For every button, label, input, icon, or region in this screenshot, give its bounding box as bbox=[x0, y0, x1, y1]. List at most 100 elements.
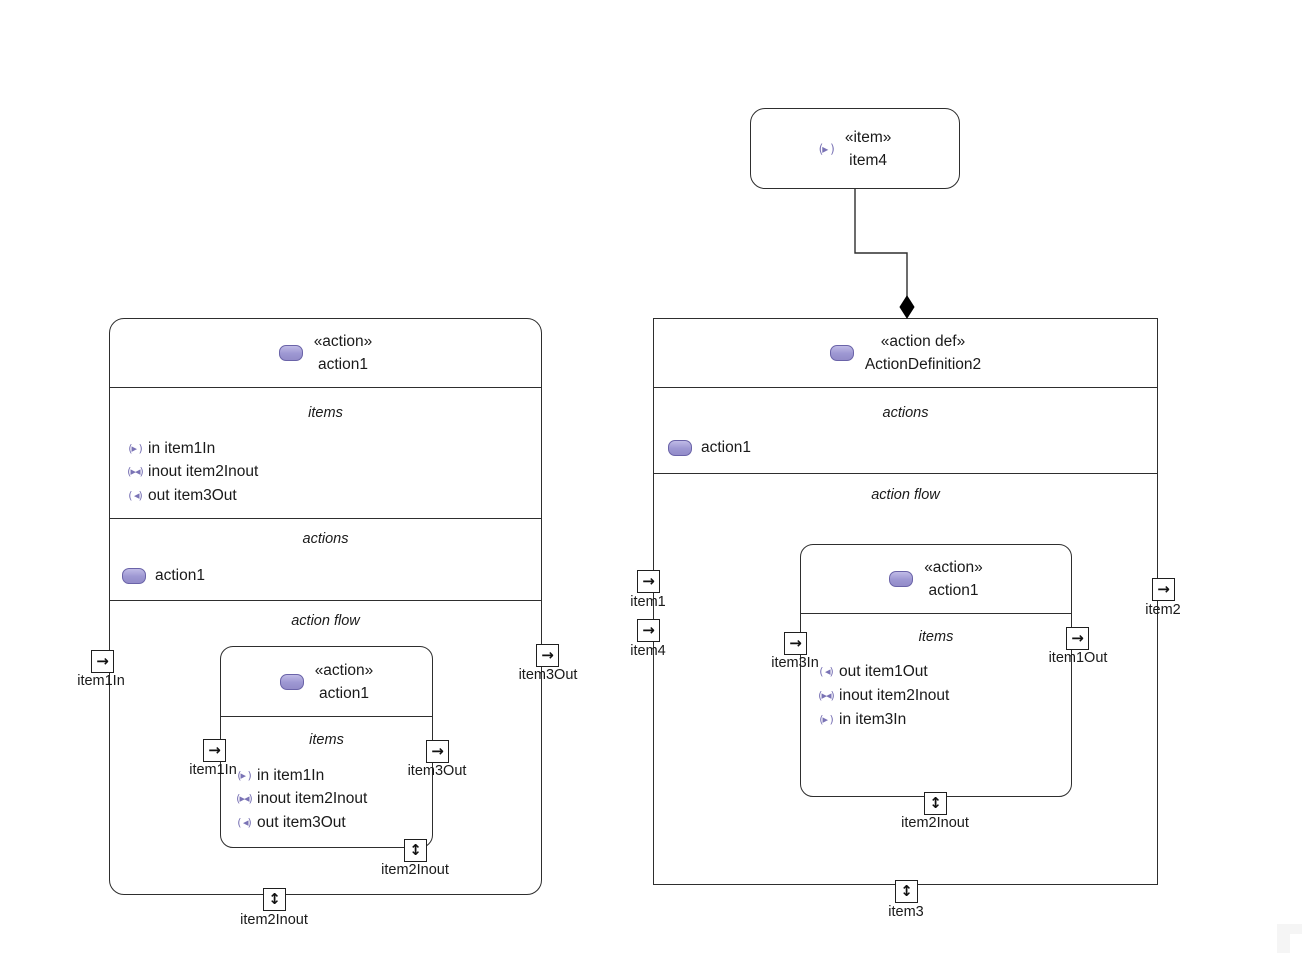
port-inner-item3out[interactable]: → bbox=[426, 740, 449, 763]
compartment-title-items: items bbox=[308, 405, 343, 421]
item-row-label: inout item2Inout bbox=[839, 686, 950, 704]
action-def-node-actiondefinition2[interactable]: «action def» ActionDefinition2 actions a… bbox=[653, 318, 1158, 885]
up-down-arrow-icon: ↕ bbox=[900, 882, 913, 900]
port-label-item2: item2 bbox=[1145, 602, 1181, 618]
in-item-icon: (▸ ) bbox=[819, 713, 834, 726]
inner-node-title: «action» action1 bbox=[315, 659, 374, 705]
port-inner-item2inout[interactable]: ↕ bbox=[404, 839, 427, 862]
port-item3out[interactable]: → bbox=[536, 644, 559, 667]
right-node-title: «action def» ActionDefinition2 bbox=[865, 330, 981, 376]
port-item3[interactable]: ↕ bbox=[895, 880, 918, 903]
inout-item-icon: (▸◂) bbox=[236, 792, 253, 805]
item-row[interactable]: (▸ ) in item3In bbox=[813, 708, 906, 731]
compartment-divider bbox=[110, 518, 541, 519]
port-label-item1in: item1In bbox=[77, 673, 125, 689]
port-inner-item1out[interactable]: → bbox=[1066, 627, 1089, 650]
port-label-item3out: item3Out bbox=[518, 667, 578, 683]
item-row[interactable]: (▸ ) in item1In bbox=[122, 437, 215, 460]
port-label-inner-item1out: item1Out bbox=[1048, 650, 1108, 666]
item-row-label: inout item2Inout bbox=[148, 462, 259, 480]
inner-node-title: «action» action1 bbox=[924, 556, 983, 602]
inner-node-header: «action» action1 bbox=[801, 545, 1071, 613]
action-icon bbox=[278, 345, 303, 361]
port-item2inout[interactable]: ↕ bbox=[263, 888, 286, 911]
right-arrow-icon: → bbox=[1071, 629, 1084, 647]
action-icon bbox=[889, 571, 914, 587]
action-row[interactable]: action1 bbox=[668, 436, 751, 459]
port-label-inner-item1in: item1In bbox=[189, 762, 237, 778]
connector-line[interactable] bbox=[854, 189, 908, 297]
compartment-divider bbox=[654, 387, 1157, 388]
right-node-stereotype: «action def» bbox=[880, 333, 966, 350]
action-node-action1[interactable]: «action» action1 items (▸ ) in item1In (… bbox=[109, 318, 542, 895]
action-icon bbox=[668, 439, 692, 456]
right-arrow-icon: → bbox=[642, 621, 655, 639]
port-label-inner-item2inout: item2Inout bbox=[381, 862, 449, 878]
left-node-title: «action» action1 bbox=[314, 330, 373, 376]
action-icon bbox=[829, 345, 854, 361]
left-node-name: action1 bbox=[318, 356, 368, 373]
item-row-label: in item1In bbox=[148, 439, 216, 457]
action-row-label: action1 bbox=[701, 438, 751, 456]
item-row[interactable]: ( ◂) out item1Out bbox=[813, 660, 928, 683]
port-label-inner-item3out: item3Out bbox=[407, 763, 467, 779]
right-arrow-icon: → bbox=[789, 634, 802, 652]
port-label-item4: item4 bbox=[630, 643, 666, 659]
right-arrow-icon: → bbox=[431, 742, 444, 760]
compartment-title-actions: actions bbox=[302, 531, 349, 547]
left-node-header: «action» action1 bbox=[110, 319, 541, 387]
inner-node-stereotype: «action» bbox=[314, 661, 374, 679]
port-item4[interactable]: → bbox=[637, 619, 660, 642]
item4-title: «item» item4 bbox=[845, 126, 892, 172]
compartment-title-action-flow: action flow bbox=[871, 487, 940, 503]
port-item1[interactable]: → bbox=[637, 570, 660, 593]
port-label-item1: item1 bbox=[630, 594, 666, 610]
item-row[interactable]: ( ◂) out item3Out bbox=[122, 484, 237, 507]
right-arrow-icon: → bbox=[1157, 580, 1170, 598]
out-item-icon: ( ◂) bbox=[819, 665, 834, 678]
up-down-arrow-icon: ↕ bbox=[268, 890, 281, 908]
port-item2[interactable]: → bbox=[1152, 578, 1175, 601]
inner-action-node-action1[interactable]: «action» action1 items ( ◂) out item1Out… bbox=[800, 544, 1072, 797]
inner-node-name: action1 bbox=[319, 684, 369, 702]
port-inner-item1in[interactable]: → bbox=[203, 739, 226, 762]
inner-action-node-action1[interactable]: «action» action1 items (▸ ) in item1In (… bbox=[220, 646, 433, 848]
up-down-arrow-icon: ↕ bbox=[929, 794, 942, 812]
item-row[interactable]: (▸ ) in item1In bbox=[231, 764, 324, 787]
port-inner-item3in[interactable]: → bbox=[784, 632, 807, 655]
item-row-label: in item3In bbox=[839, 710, 907, 728]
item4-stereotype: «item» bbox=[844, 128, 892, 146]
item-node-item4[interactable]: (▸ ) «item» item4 bbox=[750, 108, 960, 189]
right-node-name: ActionDefinition2 bbox=[864, 356, 982, 373]
compartment-divider bbox=[654, 473, 1157, 474]
port-label-item3: item3 bbox=[888, 904, 924, 920]
in-item-icon: (▸ ) bbox=[128, 442, 143, 455]
item-row[interactable]: (▸◂) inout item2Inout bbox=[813, 684, 949, 707]
port-label-inner-item2inout: item2Inout bbox=[901, 815, 969, 831]
item-row[interactable]: (▸◂) inout item2Inout bbox=[231, 787, 367, 810]
item-row[interactable]: (▸◂) inout item2Inout bbox=[122, 460, 258, 483]
item-row[interactable]: ( ◂) out item3Out bbox=[231, 811, 346, 834]
out-item-icon: ( ◂) bbox=[237, 816, 252, 829]
item4-name: item4 bbox=[849, 151, 888, 169]
port-inner-item2inout[interactable]: ↕ bbox=[924, 792, 947, 815]
item-row-label: out item3Out bbox=[257, 813, 346, 831]
item-row-label: in item1In bbox=[257, 766, 325, 784]
watermark-corner bbox=[1277, 924, 1302, 953]
action-icon bbox=[122, 567, 146, 584]
right-arrow-icon: → bbox=[208, 741, 221, 759]
port-item1in[interactable]: → bbox=[91, 650, 114, 673]
action-row[interactable]: action1 bbox=[122, 564, 205, 587]
right-arrow-icon: → bbox=[642, 572, 655, 590]
right-arrow-icon: → bbox=[541, 646, 554, 664]
right-node-header: «action def» ActionDefinition2 bbox=[654, 319, 1157, 387]
item-icon: (▸ ) bbox=[818, 141, 835, 156]
action-row-label: action1 bbox=[155, 566, 205, 584]
compartment-title-items: items bbox=[309, 732, 344, 748]
composition-diamond-icon bbox=[899, 295, 915, 319]
compartment-divider bbox=[221, 716, 432, 717]
item-row-label: inout item2Inout bbox=[257, 789, 368, 807]
inout-item-icon: (▸◂) bbox=[127, 465, 144, 478]
up-down-arrow-icon: ↕ bbox=[409, 841, 422, 859]
